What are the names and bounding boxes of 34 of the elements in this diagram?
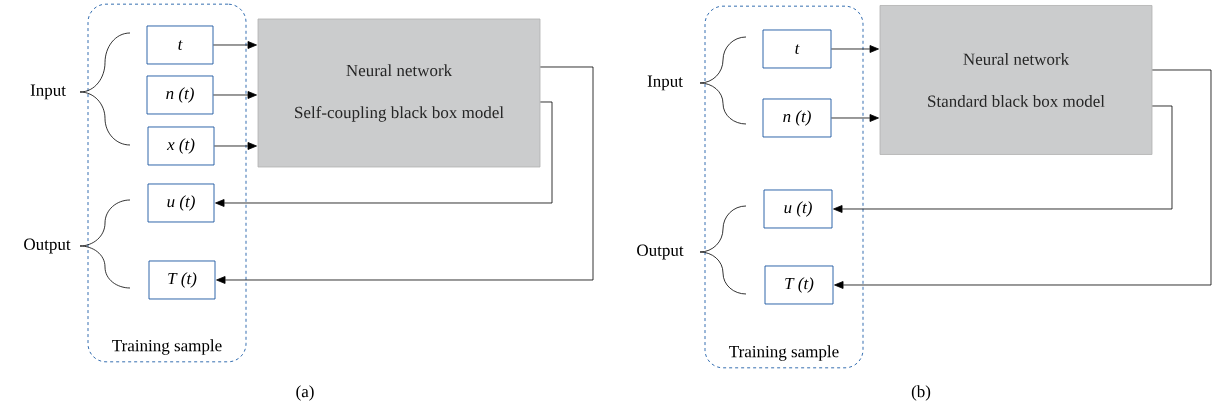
arrow — [215, 101, 553, 207]
dashed-group-box — [704, 5, 864, 369]
side-label: Input — [647, 75, 683, 91]
arrow — [834, 69, 1212, 289]
side-label: Output — [637, 244, 684, 260]
dashed-group-box — [87, 3, 247, 363]
variable-box: n (t) — [146, 75, 214, 115]
arrow — [831, 114, 879, 122]
panel-label: (b) — [911, 385, 931, 401]
variable-box: u (t) — [763, 189, 833, 229]
variable-box: n (t) — [762, 98, 832, 138]
side-label: Input — [30, 84, 66, 100]
variable-box: t — [762, 29, 832, 69]
side-label: Output — [24, 238, 71, 254]
variable-box: t — [146, 25, 214, 65]
panel-label: (a) — [296, 385, 314, 401]
arrow — [216, 66, 594, 284]
variable-box: x (t) — [147, 126, 215, 166]
box-label: Neural network — [346, 64, 453, 77]
box-label: Standard black box model — [928, 95, 1105, 107]
arrow — [833, 105, 1173, 213]
caption-text: Training sample — [112, 339, 222, 355]
arrow — [831, 45, 879, 53]
variable-box: T (t) — [764, 265, 834, 305]
model-box — [879, 5, 1153, 155]
arrow — [213, 91, 257, 99]
model-box — [257, 18, 541, 168]
box-label: Self-coupling black box model — [295, 106, 504, 122]
variable-box: T (t) — [148, 260, 216, 300]
caption-text: Training sample — [729, 345, 839, 361]
arrow — [213, 41, 257, 49]
box-label: Neural network — [963, 53, 1070, 65]
arrow — [214, 142, 257, 150]
variable-box: u (t) — [147, 183, 215, 223]
